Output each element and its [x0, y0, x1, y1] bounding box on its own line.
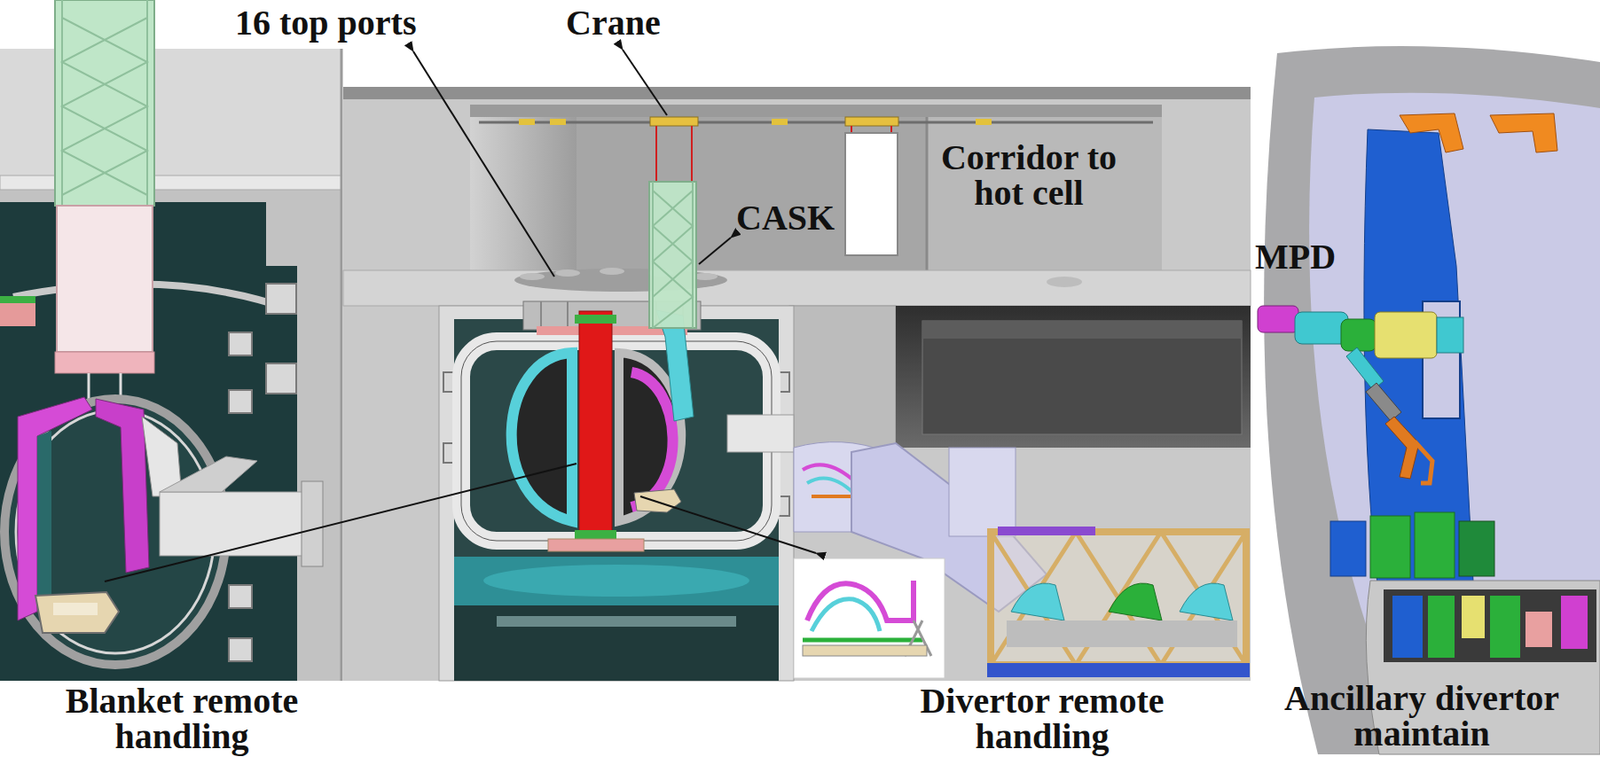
callout-label: Corridor to hot cell	[917, 140, 1140, 212]
callout-label: Divertor remote handling	[909, 683, 1176, 755]
callout-label: 16 top ports	[235, 5, 416, 41]
callout-label: CASK	[736, 200, 835, 236]
vessel-cutaway	[1257, 46, 1600, 755]
callout-label: Blanket remote handling	[48, 683, 315, 755]
building-section	[343, 86, 1251, 682]
blanket-panel	[0, 0, 342, 682]
leader-lines	[104, 49, 816, 582]
callout-label: Ancillary divertor maintain	[1248, 681, 1595, 753]
callout-label: MPD	[1254, 239, 1336, 275]
divertor-handling	[793, 442, 1250, 679]
callout-label: Crane	[565, 5, 661, 41]
